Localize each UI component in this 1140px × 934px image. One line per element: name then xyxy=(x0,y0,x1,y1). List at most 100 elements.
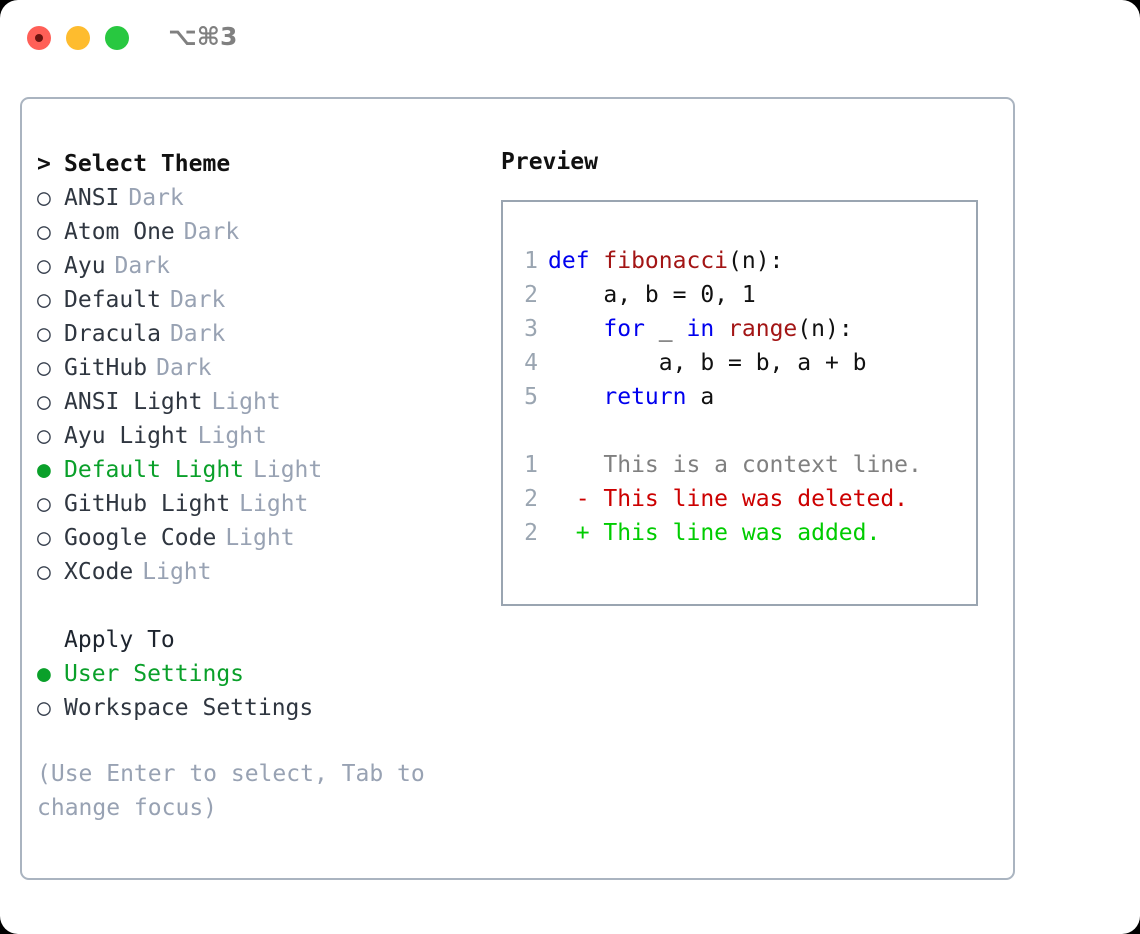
theme-category-label: Light xyxy=(197,423,267,449)
code-line-number: 4 xyxy=(524,350,538,376)
maximize-button[interactable] xyxy=(105,26,129,50)
radio-unselected-icon[interactable]: ○ xyxy=(37,321,51,347)
code-token: a, b = b, a + b xyxy=(548,350,867,376)
theme-list-item[interactable]: ○ Ayu Dark xyxy=(37,249,477,283)
theme-category-label: Light xyxy=(239,491,309,517)
apply-to-option[interactable]: ○ Workspace Settings xyxy=(37,691,477,725)
code-token xyxy=(548,384,603,410)
radio-unselected-icon[interactable]: ○ xyxy=(37,491,51,517)
code-token: return xyxy=(603,384,687,410)
diff-sample: 1 This is a context line. 2 - This line w… xyxy=(503,448,976,550)
titlebar: ⌥⌘3 xyxy=(0,0,1140,78)
theme-name-label: Default Light xyxy=(64,457,245,483)
radio-unselected-icon[interactable]: ○ xyxy=(37,253,51,279)
theme-name-label: ANSI Light xyxy=(64,389,203,415)
diff-line-number: 2 xyxy=(524,486,538,512)
radio-unselected-icon[interactable]: ○ xyxy=(37,525,51,551)
theme-category-label: Dark xyxy=(183,219,240,245)
theme-list-item[interactable]: ● Default Light Light xyxy=(37,453,477,487)
diff-line-content: This is a context line. xyxy=(603,452,922,478)
prompt-caret-icon: > xyxy=(37,151,51,177)
list-spacer xyxy=(37,589,477,623)
apply-to-options: ●User Settings ○ Workspace Settings xyxy=(37,657,477,725)
theme-category-label: Dark xyxy=(128,185,184,211)
radio-selected-icon[interactable]: ● xyxy=(37,457,51,483)
theme-list-item[interactable]: ○ GitHub Dark xyxy=(37,351,477,385)
code-line: 4 a, b = b, a + b xyxy=(520,346,976,380)
code-diff-gap xyxy=(503,414,976,448)
radio-unselected-icon[interactable]: ○ xyxy=(37,355,51,381)
radio-unselected-icon[interactable]: ○ xyxy=(37,219,51,245)
diff-line-number: 1 xyxy=(524,452,538,478)
radio-unselected-icon[interactable]: ○ xyxy=(37,185,51,211)
theme-name-label: Atom One xyxy=(64,219,175,245)
code-line: 2 a, b = 0, 1 xyxy=(520,278,976,312)
theme-name-label: Ayu Light xyxy=(64,423,189,449)
theme-name-label: XCode xyxy=(64,559,134,585)
theme-name-label: Default xyxy=(64,287,161,313)
code-line: 3 for _ in range(n): xyxy=(520,312,976,346)
code-token: range xyxy=(728,316,798,342)
code-token xyxy=(548,316,603,342)
theme-category-label: Dark xyxy=(169,321,226,347)
theme-category-label: Dark xyxy=(156,355,212,381)
theme-name-label: GitHub Light xyxy=(64,491,231,517)
apply-to-marker-placeholder: ○ xyxy=(37,623,64,657)
theme-category-label: Dark xyxy=(114,253,170,279)
theme-name-label: GitHub xyxy=(64,355,148,381)
code-token: a, b = 0, 1 xyxy=(548,282,756,308)
diff-line-content: This line was added. xyxy=(603,520,881,546)
code-token: (n): xyxy=(797,316,853,342)
keyboard-hint: (Use Enter to select, Tab to change focu… xyxy=(37,761,425,821)
diff-line-content: This line was deleted. xyxy=(603,486,909,512)
code-token: in xyxy=(686,316,715,342)
close-button[interactable] xyxy=(27,26,51,50)
diff-sign xyxy=(548,448,603,482)
radio-unselected-icon[interactable]: ○ xyxy=(37,423,51,449)
diff-sign: - xyxy=(548,486,604,512)
code-token: _ xyxy=(644,316,687,342)
code-line-content: return a xyxy=(548,380,714,414)
theme-list-item[interactable]: ○ GitHub Light Light xyxy=(37,487,477,521)
radio-unselected-icon[interactable]: ○ xyxy=(37,389,51,415)
window-shortcut-label: ⌥⌘3 xyxy=(168,22,238,51)
code-line-number: 1 xyxy=(524,248,538,274)
code-token: (n): xyxy=(728,248,784,274)
apply-to-label: Apply To xyxy=(64,627,175,653)
radio-unselected-icon[interactable]: ○ xyxy=(37,559,51,585)
code-line-content: a, b = b, a + b xyxy=(548,346,867,380)
theme-list-item[interactable]: ○ Atom One Dark xyxy=(37,215,477,249)
radio-unselected-icon[interactable]: ○ xyxy=(37,695,51,721)
apply-to-option-label: Workspace Settings xyxy=(64,695,314,721)
code-line-number: 3 xyxy=(524,316,538,342)
code-line: 1 def fibonacci(n): xyxy=(520,244,976,278)
select-theme-heading-label: Select Theme xyxy=(64,151,231,177)
radio-unselected-icon[interactable]: ○ xyxy=(37,287,51,313)
code-token: fibonacci xyxy=(603,248,729,274)
code-token: def xyxy=(548,248,604,274)
theme-name-label: Google Code xyxy=(64,525,217,551)
preview-heading: Preview xyxy=(501,149,598,175)
apply-to-option[interactable]: ●User Settings xyxy=(37,657,477,691)
theme-list-item[interactable]: ○ Default Dark xyxy=(37,283,477,317)
diff-line-number: 2 xyxy=(524,520,538,546)
theme-category-label: Dark xyxy=(169,287,226,313)
theme-name-label: ANSI xyxy=(64,185,120,211)
code-token xyxy=(714,316,728,342)
apply-to-heading: ○ Apply To xyxy=(37,623,477,657)
theme-list-item[interactable]: ○ ANSI Dark xyxy=(37,181,477,215)
minimize-button[interactable] xyxy=(66,26,90,50)
radio-selected-icon[interactable]: ● xyxy=(37,661,51,687)
theme-list-item[interactable]: ○ Ayu Light Light xyxy=(37,419,477,453)
diff-line: 1 This is a context line. xyxy=(520,448,976,482)
theme-name-label: Ayu xyxy=(64,253,106,279)
theme-category-label: Light xyxy=(253,457,323,483)
